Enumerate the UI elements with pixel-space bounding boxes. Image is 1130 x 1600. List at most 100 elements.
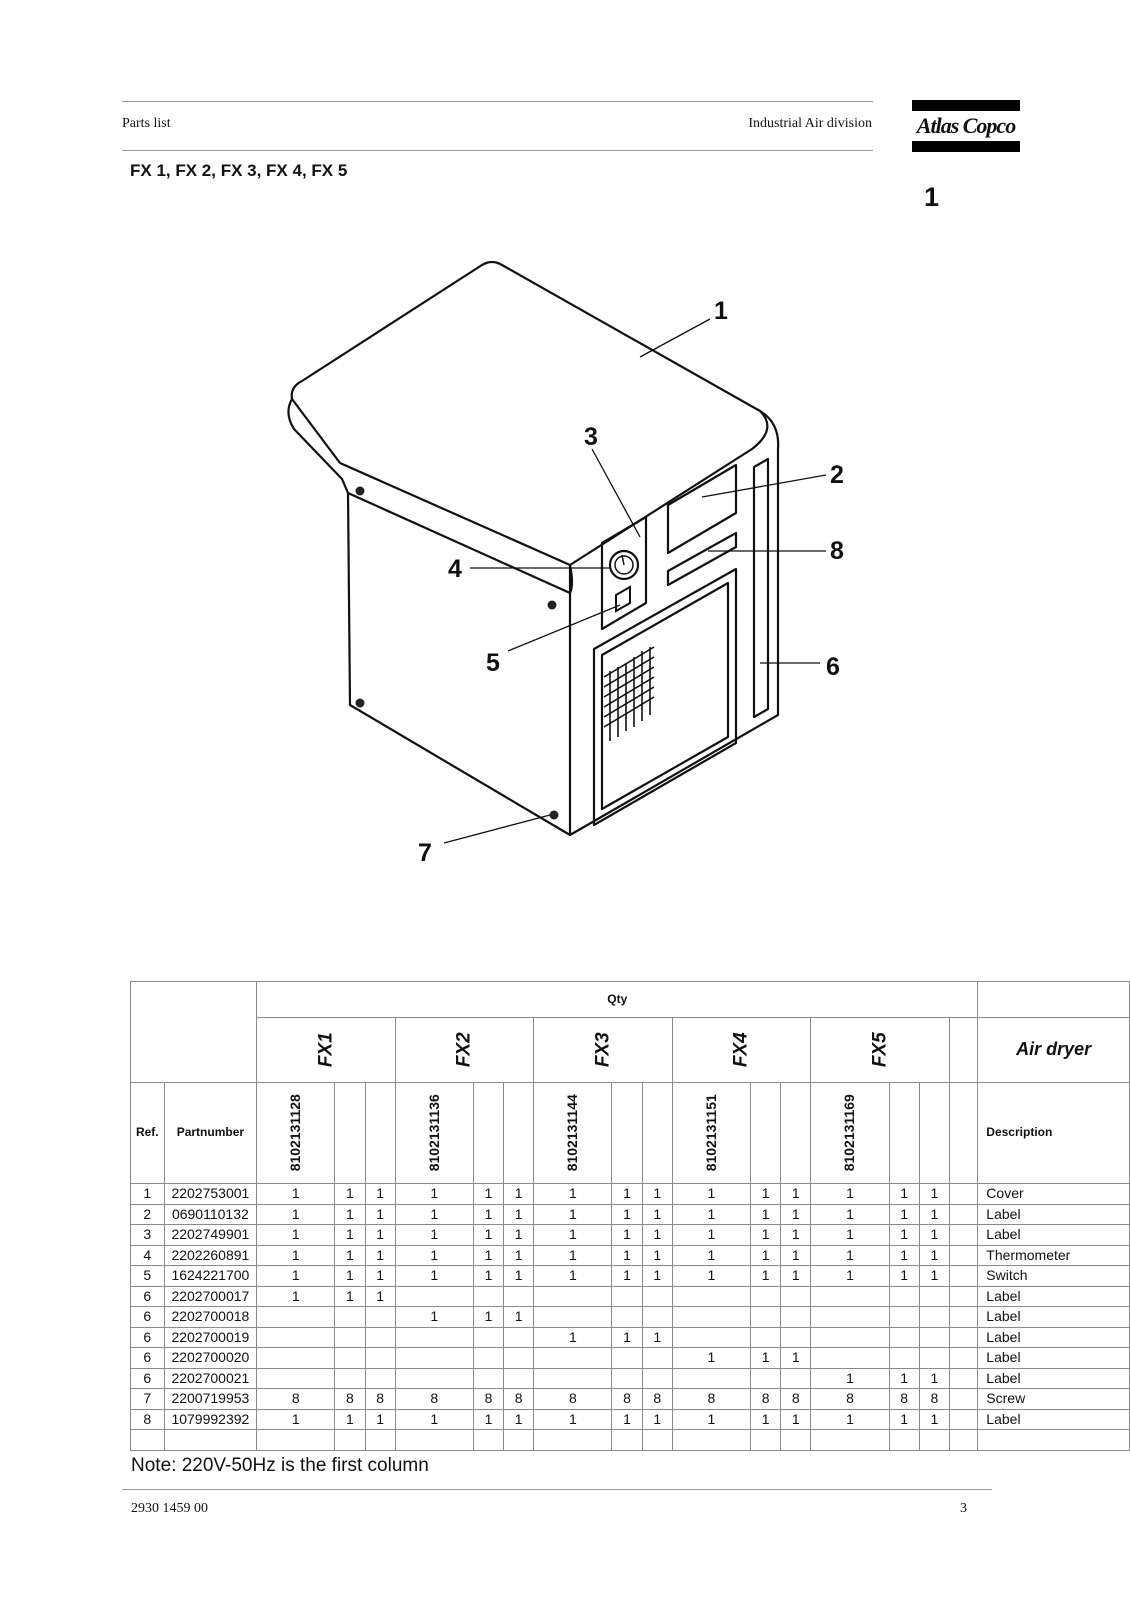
qty-cell [918, 1347, 951, 1369]
description-cell: Label [977, 1306, 1130, 1328]
document-title: FX 1, FX 2, FX 3, FX 4, FX 5 [130, 161, 348, 180]
qty-cell: 8 [503, 1388, 535, 1410]
spare-cell [948, 1326, 979, 1348]
partnumber-cell: 2202700018 [163, 1306, 258, 1328]
qty-cell: 1 [810, 1265, 890, 1287]
ref-header: Ref. [130, 1082, 165, 1184]
qty-cell: 1 [780, 1347, 812, 1369]
qty-cell [888, 1306, 920, 1328]
qty-cell [256, 1367, 336, 1389]
ref-cell: 1 [130, 1183, 165, 1205]
qty-cell: 1 [364, 1408, 396, 1430]
description-cell: Label [977, 1285, 1130, 1307]
qty-cell: 1 [394, 1183, 474, 1205]
qty-cell: 1 [611, 1244, 643, 1266]
qty-cell [364, 1347, 396, 1369]
spare-cell [948, 1429, 979, 1451]
qty-cell: 1 [671, 1265, 751, 1287]
qty-cell: 1 [533, 1244, 613, 1266]
qty-cell [641, 1347, 673, 1369]
qty-cell [533, 1285, 613, 1307]
qty-cell: 8 [394, 1388, 474, 1410]
company-logo: Atlas Copco [916, 113, 1016, 138]
qty-cell [611, 1367, 643, 1389]
qty-cell: 1 [334, 1408, 366, 1430]
qty-cell: 1 [503, 1408, 535, 1430]
model-partnumber-fx1: 8102131128 [256, 1082, 336, 1184]
description-cell: Label [977, 1347, 1130, 1369]
qty-cell: 1 [641, 1244, 673, 1266]
description-cell: Cover [977, 1183, 1130, 1205]
qty-cell: 1 [918, 1244, 951, 1266]
qty-cell [671, 1326, 751, 1348]
ref-cell: 7 [130, 1388, 165, 1410]
description-cell: Switch [977, 1265, 1130, 1287]
partnumber-cell: 2202700017 [163, 1285, 258, 1307]
qty-cell [394, 1347, 474, 1369]
qty-cell: 1 [533, 1326, 613, 1348]
qty-cell [888, 1285, 920, 1307]
qty-cell: 1 [256, 1265, 336, 1287]
qty-cell: 1 [256, 1244, 336, 1266]
logo-bar-bottom [912, 141, 1020, 152]
qty-cell: 8 [364, 1388, 396, 1410]
qty-cell: 1 [256, 1408, 336, 1430]
partnumber-cell [163, 1429, 258, 1451]
qty-cell [749, 1367, 782, 1389]
qty-cell [810, 1326, 890, 1348]
qty-cell [533, 1367, 613, 1389]
ref-cell: 6 [130, 1285, 165, 1307]
qty-cell: 8 [918, 1388, 951, 1410]
qty-cell: 1 [671, 1347, 751, 1369]
qty-cell: 8 [671, 1388, 751, 1410]
qty-cell: 1 [810, 1224, 890, 1246]
qty-cell: 1 [810, 1183, 890, 1205]
qty-cell: 1 [780, 1408, 812, 1430]
qty-cell [472, 1347, 505, 1369]
qty-cell [503, 1347, 535, 1369]
qty-cell: 1 [749, 1347, 782, 1369]
spare-cell [948, 1306, 979, 1328]
qty-cell [503, 1285, 535, 1307]
qty-cell: 8 [749, 1388, 782, 1410]
spare-cell [948, 1183, 979, 1205]
ref-cell: 6 [130, 1347, 165, 1369]
callout-7: 7 [418, 839, 432, 867]
qty-cell: 1 [780, 1265, 812, 1287]
qty-cell [918, 1285, 951, 1307]
spare-cell [948, 1408, 979, 1430]
qty-cell [334, 1306, 366, 1328]
qty-cell [888, 1347, 920, 1369]
qty-cell: 8 [810, 1388, 890, 1410]
qty-cell [780, 1367, 812, 1389]
callout-2: 2 [830, 461, 844, 489]
table-corner [129, 981, 258, 1083]
qty-cell: 1 [611, 1408, 643, 1430]
qty-cell [472, 1429, 505, 1451]
qty-cell: 1 [641, 1408, 673, 1430]
parts-table: Qty FX1 FX2 FX3 FX4 FX5 Air dryer Ref. P… [129, 981, 1130, 1451]
description-cell: Screw [977, 1388, 1130, 1410]
qty-cell: 1 [611, 1224, 643, 1246]
qty-cell [671, 1367, 751, 1389]
qty-cell: 1 [334, 1224, 366, 1246]
qty-cell: 1 [611, 1265, 643, 1287]
qty-cell: 1 [503, 1224, 535, 1246]
qty-cell [334, 1367, 366, 1389]
header-rule-top [122, 101, 873, 102]
qty-cell [611, 1285, 643, 1307]
qty-cell: 1 [888, 1367, 920, 1389]
qty-cell: 1 [918, 1367, 951, 1389]
qty-cell: 1 [810, 1203, 890, 1225]
qty-cell [749, 1285, 782, 1307]
description-cell: Label [977, 1326, 1130, 1348]
qty-cell: 1 [364, 1224, 396, 1246]
qty-cell [364, 1429, 396, 1451]
footnote: Note: 220V-50Hz is the first column [131, 1455, 429, 1476]
qty-cell [611, 1429, 643, 1451]
qty-cell [256, 1347, 336, 1369]
